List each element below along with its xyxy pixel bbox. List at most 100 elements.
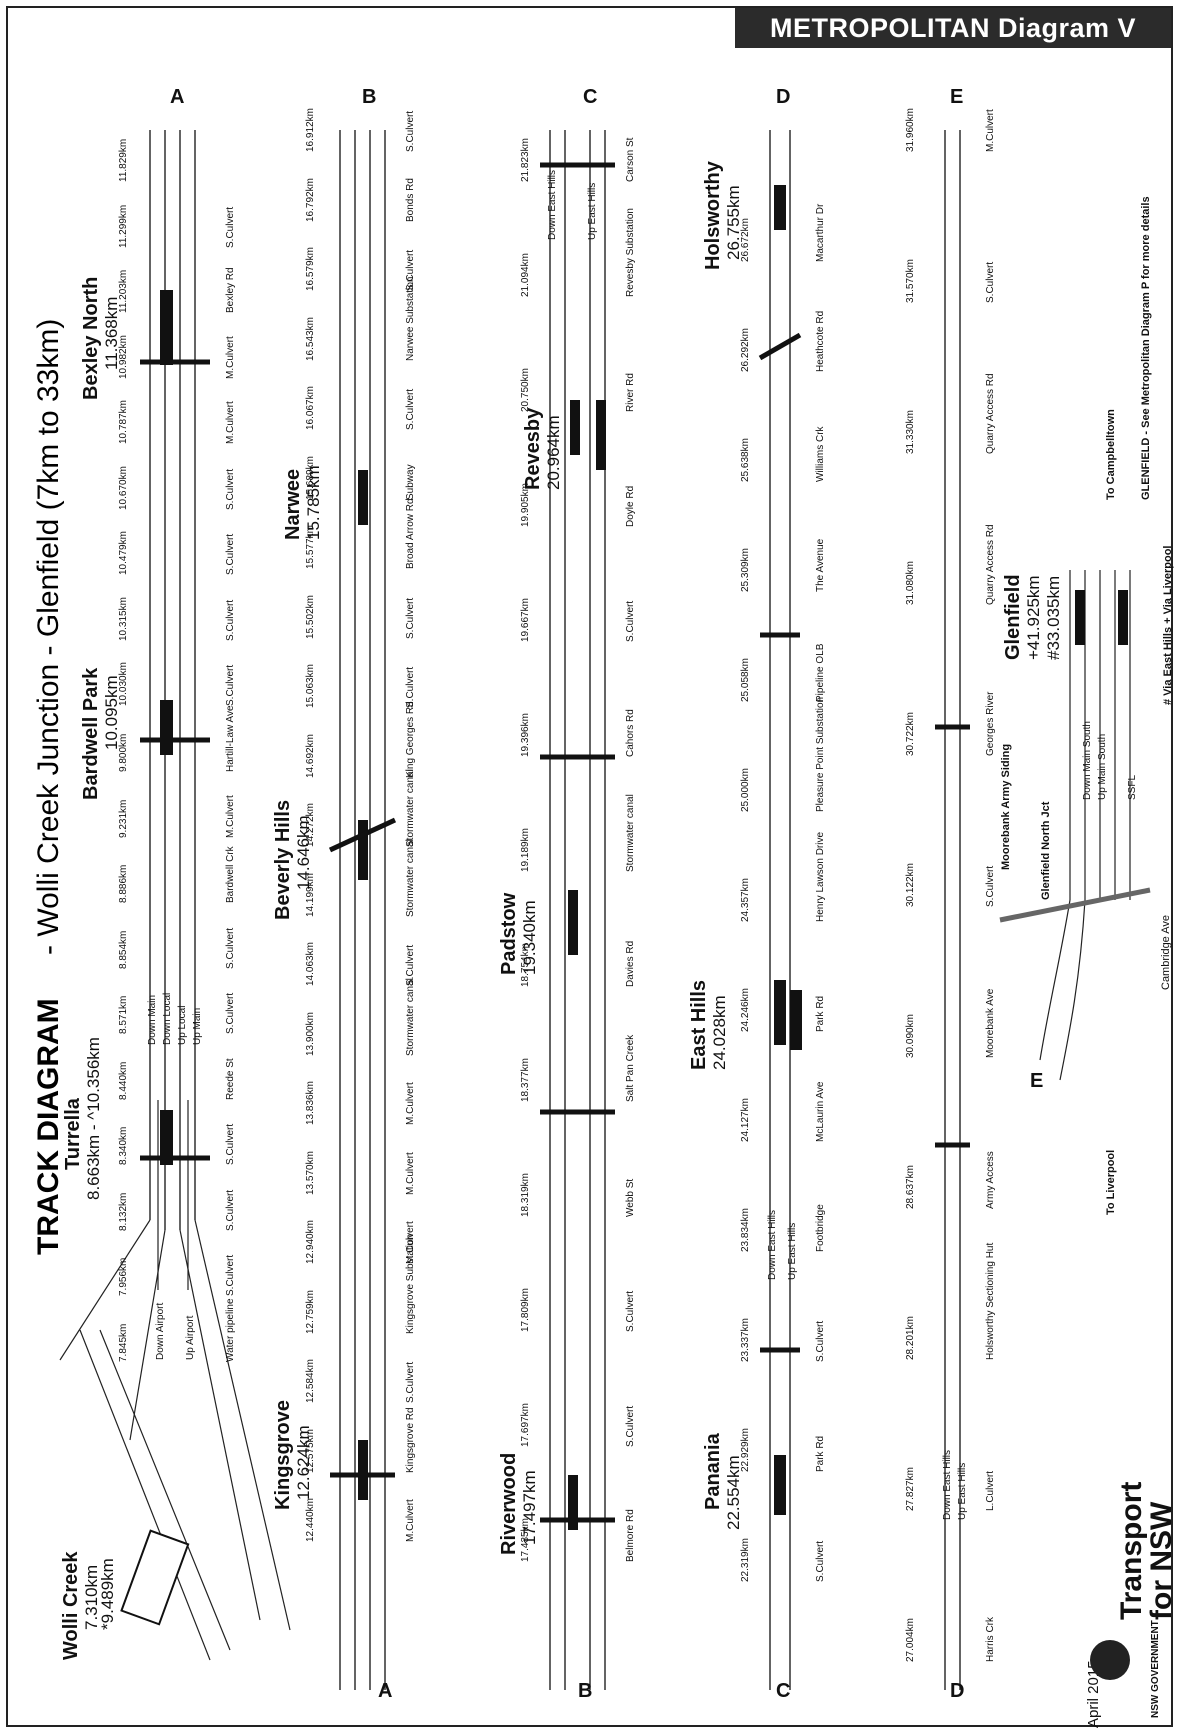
glenfield-north-label: Glenfield North Jct — [1040, 801, 1052, 900]
feature-label: Reede St — [225, 1058, 236, 1100]
row-label-e: E — [950, 86, 964, 108]
feature-label: S.Culvert — [225, 206, 236, 248]
feature-km: 16.792km — [305, 177, 316, 222]
row-label-c-bottom: C — [776, 1680, 791, 1702]
feature-label: S.Culvert — [225, 993, 236, 1035]
station-east-hills: East Hills — [688, 979, 710, 1070]
feature-km: 14.199km — [305, 872, 316, 917]
feature-km: 25.309km — [740, 548, 751, 592]
feature-label: S.Culvert — [225, 468, 236, 510]
track-label-up-east-hills-c: Up East Hills — [587, 182, 598, 240]
track-label-up-main-south: Up Main South — [1097, 733, 1108, 800]
track-label-down-east-hills-d: Down East Hills — [767, 1209, 778, 1280]
feature-label: Footbridge — [815, 1204, 826, 1252]
track-label-down-main-south: Down Main South — [1082, 721, 1093, 800]
feature-km: 14.272km — [305, 803, 316, 847]
feature-label: S.Culvert — [225, 599, 236, 641]
feature-km: 16.543km — [305, 316, 316, 361]
feature-km: 9.800km — [118, 733, 129, 772]
station-wolli-creek-km2: *9.489km — [98, 1558, 117, 1630]
feature-label: The Avenue — [815, 538, 826, 592]
diagram-frame — [6, 6, 1173, 1727]
cambridge-label: Cambridge Ave — [1160, 914, 1172, 990]
feature-label: S.Culvert — [225, 1189, 236, 1231]
feature-km: 23.834km — [740, 1208, 751, 1252]
feature-label: S.Culvert — [815, 1320, 826, 1362]
station-bexley-north: Bexley North — [80, 276, 102, 400]
to-campbelltown: To Campbelltown — [1105, 409, 1117, 500]
feature-label: M.Culvert — [405, 1151, 416, 1195]
station-padstow: Padstow — [498, 892, 520, 975]
feature-km: 8.886km — [118, 864, 129, 904]
feature-km: 10.787km — [118, 400, 129, 445]
feature-label: S.Culvert — [225, 665, 236, 707]
feature-km: 18.319km — [520, 1173, 531, 1217]
feature-label: S.Culvert — [405, 110, 416, 152]
track-label-up-main-a: Up Main — [192, 1007, 203, 1045]
station-bardwell-park: Bardwell Park — [80, 667, 102, 800]
station-narwee: Narwee — [282, 468, 304, 540]
feature-label: Stormwater canal — [405, 769, 416, 847]
row-label-d: D — [776, 86, 791, 108]
feature-label: Kingsgrove Rd — [405, 1406, 416, 1473]
feature-km: 10.479km — [118, 531, 129, 576]
feature-label: S.Culvert — [405, 388, 416, 430]
nsw-gov-label: NSW GOVERNMENT — [1150, 1620, 1161, 1718]
feature-km: 14.692km — [305, 733, 316, 778]
track-label-up-east-hills-d: Up East Hills — [787, 1222, 798, 1280]
station-riverwood: Riverwood — [498, 1452, 520, 1555]
station-holsworthy: Holsworthy — [702, 161, 724, 270]
feature-km: 27.004km — [905, 1618, 916, 1662]
feature-km: 12.440km — [305, 1498, 316, 1542]
title-group: TRACK DIAGRAM - Wolli Creek Junction - G… — [32, 319, 65, 1255]
feature-km: 19.667km — [520, 598, 531, 642]
station-glenfield-km2: #33.035km — [1044, 575, 1063, 660]
feature-km: 18.754km — [520, 943, 531, 987]
feature-label: Harris Crk — [985, 1617, 996, 1662]
feature-km: 31.080km — [905, 561, 916, 605]
station-turrella-km: 8.663km - ^10.356km — [84, 1037, 103, 1200]
feature-label: Park Rd — [815, 995, 826, 1032]
feature-label: Broad Arrow Rd — [405, 498, 416, 569]
feature-label: Davies Rd — [625, 940, 636, 987]
feature-km: 30.090km — [905, 1014, 916, 1058]
track-label-down-east-hills-c: Down East Hills — [547, 169, 558, 240]
feature-label: River Rd — [625, 373, 636, 412]
track-label-up-local-a: Up Local — [177, 1005, 188, 1045]
feature-km: 26.292km — [740, 328, 751, 372]
track-label-up-east-hills-e: Up East Hills — [957, 1462, 968, 1520]
to-liverpool: To Liverpool — [1105, 1149, 1117, 1215]
feature-km: 17.809km — [520, 1288, 531, 1332]
row-label-b: B — [362, 86, 377, 108]
feature-label: Stormwater canal — [405, 977, 416, 1056]
track-label-down-airport: Down Airport — [155, 1302, 166, 1360]
feature-km: 10.030km — [118, 662, 129, 707]
row-c — [540, 130, 615, 1690]
feature-km: 11.299km — [118, 204, 129, 248]
feature-km: 10.315km — [118, 596, 129, 641]
feature-label: Salt Pan Creek — [625, 1034, 636, 1102]
row-a — [59, 130, 291, 1661]
feature-km: 10.982km — [118, 334, 129, 379]
feature-km: 24.357km — [740, 878, 751, 922]
feature-label: Hartill-Law Ave — [225, 705, 236, 772]
feature-label: Carson St — [625, 137, 636, 182]
feature-km: 31.330km — [905, 410, 916, 454]
feature-km: 26.672km — [740, 218, 751, 262]
feature-km: 12.940km — [305, 1220, 316, 1264]
feature-km: 10.670km — [118, 465, 129, 510]
feature-km: 19.189km — [520, 828, 531, 872]
station-kingsgrove: Kingsgrove — [272, 1399, 294, 1510]
feature-label: S.Culvert — [625, 1405, 636, 1447]
feature-label: Cahors Rd — [625, 709, 636, 757]
feature-km: 13.900km — [305, 1011, 316, 1056]
feature-label: L.Culvert — [985, 1470, 996, 1511]
feature-km: 7.845km — [118, 1323, 129, 1362]
feature-label: Doyle Rd — [625, 485, 636, 527]
feature-label: S.Culvert — [225, 534, 236, 576]
feature-label: Revesby Substation — [625, 208, 636, 297]
feature-km: 18.377km — [520, 1058, 531, 1102]
row-label-b-bottom: B — [578, 1680, 593, 1702]
feature-km: 16.912km — [305, 108, 316, 152]
feature-label: Quarry Access Rd — [985, 524, 996, 605]
